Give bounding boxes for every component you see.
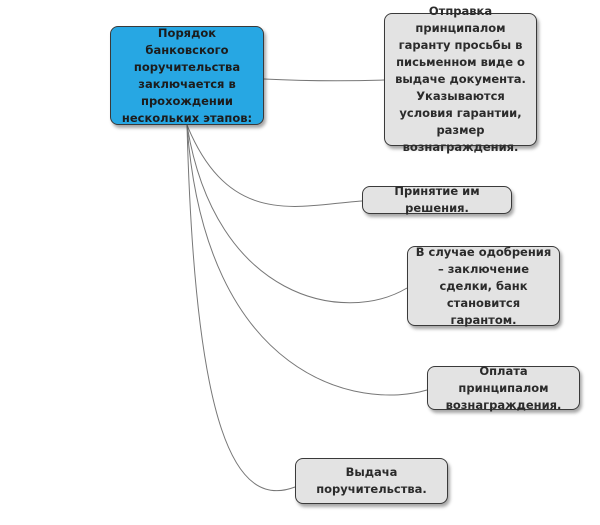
- child-node-2: Принятие им решения.: [362, 184, 512, 215]
- root-node: Порядок банковского поручительства заклю…: [110, 26, 264, 125]
- connector-line-5: [186, 124, 296, 492]
- child-node-4-text: Оплата принципалом вознаграждения.: [445, 363, 562, 412]
- connector-line-4: [186, 124, 428, 396]
- child-node-1-text: Отправка принципалом гаранту просьбы в п…: [395, 4, 526, 154]
- child-node-3-text: В случае одобрения – заключение сделки, …: [415, 244, 552, 327]
- child-node-2-text: Принятие им решения.: [394, 184, 480, 215]
- connector-line-1: [263, 78, 385, 82]
- connector-line-2: [186, 124, 363, 207]
- child-node-1: Отправка принципалом гаранту просьбы в п…: [384, 4, 537, 154]
- child-node-3: В случае одобрения – заключение сделки, …: [407, 244, 560, 327]
- child-node-5-text: Выдача поручительства.: [316, 465, 427, 496]
- connector-line-3: [186, 124, 408, 304]
- root-node-text: Порядок банковского поручительства заклю…: [121, 25, 253, 125]
- child-node-5: Выдача поручительства.: [295, 458, 448, 504]
- child-node-4: Оплата принципалом вознаграждения.: [427, 364, 580, 412]
